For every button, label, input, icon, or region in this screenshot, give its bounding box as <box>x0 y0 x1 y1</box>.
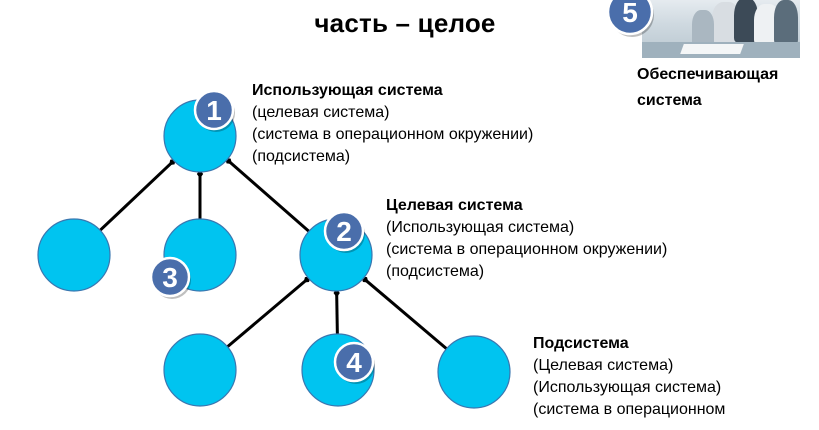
badge-5-icon: 5 <box>606 0 654 37</box>
badge-3-icon: 3 <box>149 256 191 299</box>
badge-circle <box>323 210 365 252</box>
subsystem-block: Подсистема (Целевая система) (Использующ… <box>533 333 725 421</box>
badge-2-icon: 2 <box>323 210 365 253</box>
target-system-line-2: (система в операционном окружении) <box>386 241 668 258</box>
edge-n2-n7 <box>364 278 449 351</box>
team-photo <box>642 0 800 58</box>
badge-circle <box>193 89 235 131</box>
badge-circle <box>149 256 191 298</box>
subsystem-line-2: (Использующая система) <box>533 379 722 396</box>
using-system-block: Использующая система (целевая система) (… <box>252 80 533 168</box>
diagram-title: часть – целое <box>314 8 496 38</box>
edge-n2-n6 <box>225 278 308 349</box>
subsystem-line-1: (Целевая система) <box>533 357 674 374</box>
node-n6 <box>163 333 237 407</box>
target-system-heading: Целевая система <box>386 197 523 214</box>
subsystem-line-3: (система в операционном <box>533 401 726 418</box>
badge-circle <box>606 0 654 36</box>
badge-1-icon: 1 <box>193 89 235 132</box>
photo-caption-line2: система <box>637 92 702 109</box>
node-n7 <box>437 335 511 409</box>
target-system-block: Целевая система (Использующая система) (… <box>386 195 667 283</box>
target-system-line-1: (Использующая система) <box>386 219 575 236</box>
badge-circle <box>333 341 375 383</box>
photo-caption-line1: Обеспечивающая <box>637 66 779 83</box>
photo-caption: Обеспечивающая система <box>637 62 778 114</box>
using-system-line-3: (подсистема) <box>252 148 351 165</box>
edge-n1-n5 <box>98 161 174 233</box>
badge-4-icon: 4 <box>333 341 375 384</box>
node-n5 <box>37 218 111 292</box>
badge-number: 1 <box>206 95 222 126</box>
badges-layer: 1 2 3 4 <box>149 89 375 384</box>
edge-n1-n2 <box>227 159 311 234</box>
badge-number: 3 <box>162 262 178 293</box>
subsystem-heading: Подсистема <box>533 335 629 352</box>
using-system-line-2: (система в операционном окружении) <box>252 126 534 143</box>
edges-layer <box>98 158 449 351</box>
target-system-line-3: (подсистема) <box>386 263 485 280</box>
edge-n2-n4 <box>335 292 339 336</box>
using-system-heading: Использующая система <box>252 82 443 99</box>
nodes-layer <box>37 99 511 409</box>
badge-number: 4 <box>346 347 362 378</box>
using-system-line-1: (целевая система) <box>252 104 390 121</box>
badge-number: 5 <box>622 0 638 28</box>
badge-number: 2 <box>336 216 352 247</box>
